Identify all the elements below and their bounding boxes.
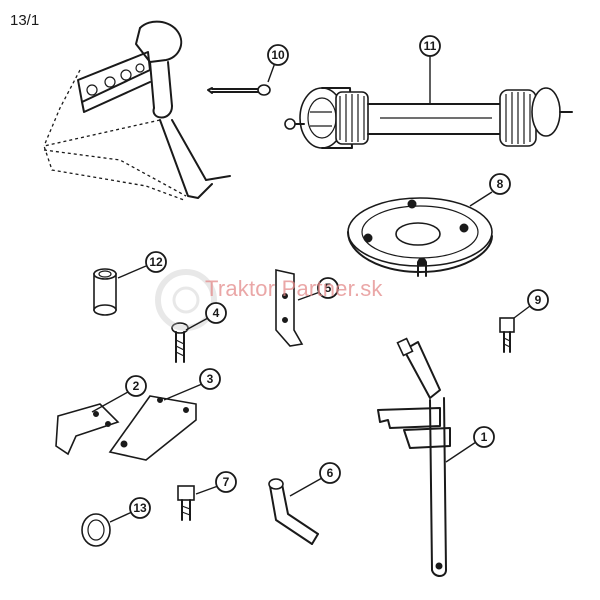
callout-bubble	[215, 471, 237, 493]
part-flange-ring	[347, 197, 493, 277]
callout-bubble	[489, 173, 511, 195]
watermark-gear-icon	[155, 269, 217, 331]
part-plate-bracket	[108, 395, 197, 461]
callout-number: 3	[207, 372, 214, 386]
watermark-text: Traktor Partner.sk	[205, 276, 383, 301]
callout-bubble	[267, 44, 289, 66]
callout-number: 8	[497, 177, 504, 191]
part-nut-cap	[81, 513, 111, 547]
callout-bubble	[199, 368, 221, 390]
callout-number: 6	[327, 466, 334, 480]
callout-bubble	[205, 302, 227, 324]
callout-number: 11	[424, 39, 437, 53]
part-hand-crank	[377, 337, 451, 577]
callout-number: 10	[271, 48, 285, 62]
callout-number: 5	[325, 281, 332, 295]
callout-bubble	[419, 35, 441, 57]
callout-bubble	[125, 375, 147, 397]
page-label: 13/1	[10, 12, 40, 29]
callout-number: 1	[481, 430, 488, 444]
callout-number: 7	[223, 475, 230, 489]
callout-number: 2	[133, 379, 140, 393]
part-pto-shaft	[284, 87, 573, 149]
part-pin	[207, 84, 271, 96]
callout-number: 12	[149, 255, 163, 269]
part-screw-nut	[499, 317, 515, 353]
part-socket-screw	[177, 485, 195, 521]
callout-number: 4	[213, 306, 220, 320]
part-angle-bracket	[275, 269, 304, 347]
callout-number: 13	[133, 501, 147, 515]
callout-bubble	[319, 462, 341, 484]
part-sleeve	[93, 268, 117, 316]
callout-bubble	[145, 251, 167, 273]
part-small-bracket	[55, 403, 120, 456]
callout-bubble	[473, 426, 495, 448]
callouts: 10 11 8 12 4 5 9	[91, 35, 549, 523]
tractor-linkage-context	[43, 20, 231, 201]
part-bolt	[171, 322, 189, 363]
part-hex-key	[268, 478, 319, 545]
callout-bubble	[129, 497, 151, 519]
callout-bubble	[527, 289, 549, 311]
callout-number: 9	[535, 293, 542, 307]
callout-bubble	[317, 277, 339, 299]
